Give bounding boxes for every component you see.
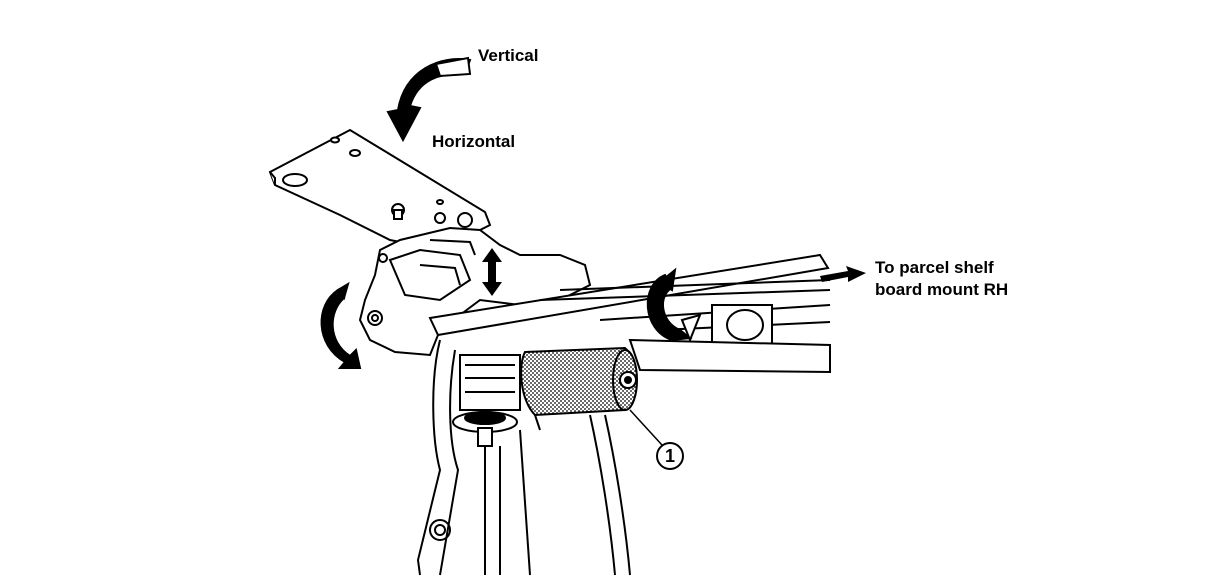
callout-circle xyxy=(656,442,684,470)
label-parcel-line2: board mount RH xyxy=(875,280,1009,299)
mounting-plate xyxy=(268,128,492,252)
gear-assembly xyxy=(452,354,521,447)
label-vertical: Vertical xyxy=(478,46,539,65)
label-horizontal: Horizontal xyxy=(432,132,516,151)
label-parcel-line1: To parcel shelf xyxy=(875,258,994,277)
double-vertical-arrow-icon xyxy=(482,248,502,296)
shaft xyxy=(428,253,831,374)
lower-frame xyxy=(416,339,631,576)
curved-rotation-arrow-icon xyxy=(386,56,472,143)
bracket-housing xyxy=(358,226,592,357)
callout-leader xyxy=(629,409,663,446)
callout-number: 1 xyxy=(664,446,675,466)
motor xyxy=(520,346,638,431)
right-arrow-icon xyxy=(820,266,866,282)
rotation-arrow-icon xyxy=(646,267,702,343)
label-parcel-shelf: To parcel shelf board mount RH xyxy=(875,257,1008,301)
curved-rotation-arrow-icon xyxy=(320,281,362,369)
